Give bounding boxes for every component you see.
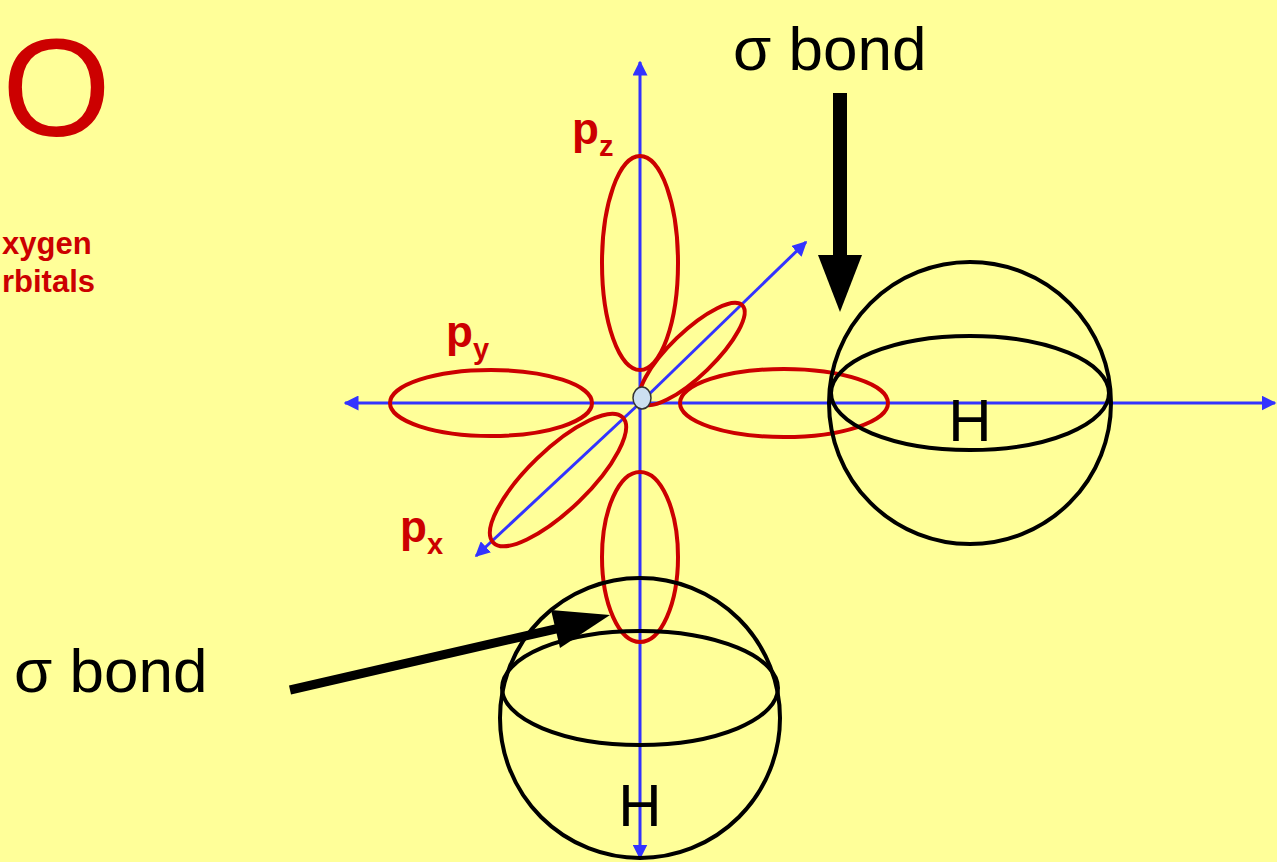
px-lobe: [472, 396, 643, 564]
orbital-label: p: [400, 505, 427, 549]
orbital-subscript: x: [427, 530, 443, 559]
s-orbital-equator: [502, 631, 778, 745]
s-orbital: [500, 578, 780, 858]
caption-fragment: rbitals: [2, 266, 95, 297]
hydrogen-atom: H: [498, 576, 782, 860]
p-orbitals: [390, 156, 888, 642]
orbital-label: p: [572, 107, 599, 151]
orbital-label: p: [446, 310, 473, 354]
atom-symbol: H: [948, 391, 991, 451]
py-lobe: [390, 370, 592, 436]
s-orbital: [829, 262, 1111, 544]
molecule-letter: O: [2, 18, 111, 158]
caption-fragment: xygen: [2, 228, 92, 259]
atom-symbol: H: [618, 776, 661, 836]
x-axis: [640, 242, 806, 403]
callout-arrowhead: [818, 255, 862, 312]
bond-label: σ bond: [14, 640, 207, 702]
s-orbital-equator: [831, 336, 1109, 450]
px-lobe: [626, 290, 757, 419]
orbital-subscript: y: [473, 335, 489, 364]
pz-lobe: [602, 472, 678, 642]
nucleus: [633, 387, 651, 409]
hydrogen-atom: H: [827, 260, 1113, 546]
bond-label: σ bond: [733, 18, 926, 80]
callout-arrow: [833, 93, 847, 255]
z-axis: [639, 62, 642, 410]
orbital-subscript: z: [599, 132, 614, 161]
pz-lobe: [602, 156, 678, 370]
